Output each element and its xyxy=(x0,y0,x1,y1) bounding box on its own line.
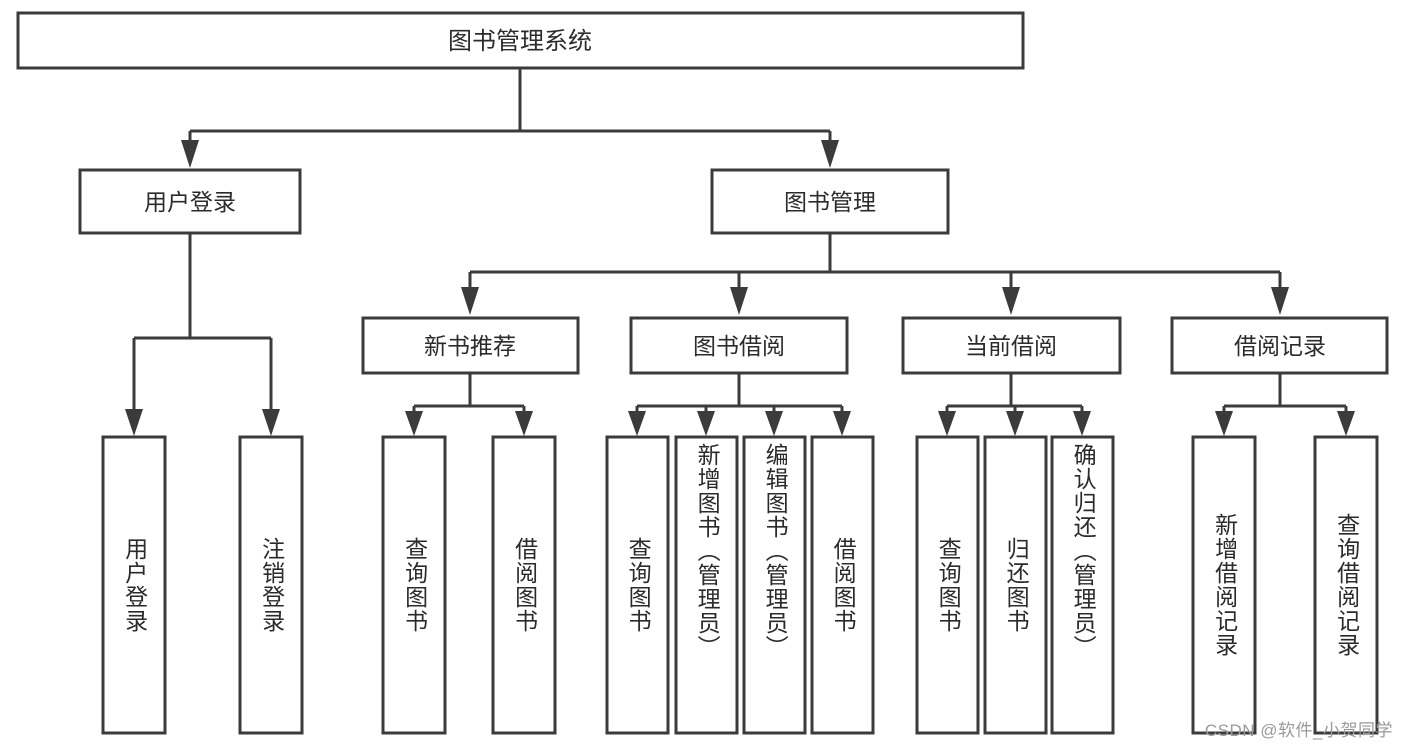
node-current-borrow-label: 当前借阅 xyxy=(965,333,1057,359)
arrow-head-icon xyxy=(1006,411,1024,436)
leaf-box-user-login-1[interactable] xyxy=(238,435,304,735)
node-current-borrow-box[interactable] xyxy=(901,316,1122,375)
node-new-book-recommend-box[interactable] xyxy=(361,316,580,375)
leaf-box-user-login-0[interactable] xyxy=(101,435,167,735)
node-root-label: 图书管理系统 xyxy=(448,28,592,55)
arrow-head-icon xyxy=(730,287,748,315)
node-book-borrow-box[interactable] xyxy=(629,316,849,375)
leaf-box-borrow-record-1[interactable] xyxy=(1313,435,1379,735)
node-book-manage-label: 图书管理 xyxy=(784,189,876,215)
leaf-box-book-borrow-1[interactable] xyxy=(674,435,739,735)
leaf-box-borrow-record-0[interactable] xyxy=(1191,435,1257,735)
arrow-head-icon xyxy=(628,411,646,436)
node-current-borrow[interactable]: 当前借阅 xyxy=(901,316,1122,375)
leaf-box-current-borrow-1[interactable] xyxy=(983,435,1048,735)
node-user-login-box[interactable] xyxy=(78,168,302,235)
arrow-head-icon xyxy=(125,409,143,436)
arrow-head-icon xyxy=(405,411,423,436)
arrow-head-icon xyxy=(1002,287,1020,315)
node-borrow-record-label: 借阅记录 xyxy=(1234,333,1326,359)
node-user-login[interactable]: 用户登录 xyxy=(78,168,302,235)
leaf-box-book-borrow-3[interactable] xyxy=(810,435,875,735)
arrow-head-icon xyxy=(765,411,783,436)
node-book-manage-box[interactable] xyxy=(710,168,950,235)
arrow-head-icon xyxy=(1337,411,1355,436)
leaf-box-current-borrow-2[interactable] xyxy=(1050,435,1115,735)
leaf-box-new-book-1[interactable] xyxy=(491,435,557,735)
arrow-head-icon xyxy=(938,411,956,436)
leaf-box-current-borrow-0[interactable] xyxy=(915,435,980,735)
node-new-book-recommend[interactable]: 新书推荐 xyxy=(361,316,580,375)
node-book-borrow-label: 图书借阅 xyxy=(693,333,785,359)
connector-layer xyxy=(125,68,1355,436)
node-borrow-record-box[interactable] xyxy=(1170,316,1389,375)
leaf-box-book-borrow-0[interactable] xyxy=(605,435,670,735)
arrow-head-icon xyxy=(1073,411,1091,436)
node-root[interactable]: 图书管理系统 xyxy=(16,11,1025,70)
arrow-head-icon xyxy=(461,287,479,315)
arrow-head-icon xyxy=(821,140,839,168)
node-book-borrow[interactable]: 图书借阅 xyxy=(629,316,849,375)
arrow-head-icon xyxy=(262,409,280,436)
node-layer: 图书管理系统 用户登录 图书管理 新书推荐 图书借阅 当前 xyxy=(16,11,1389,735)
node-new-book-recommend-label: 新书推荐 xyxy=(424,333,516,359)
arrow-head-icon xyxy=(1271,287,1289,315)
node-book-manage[interactable]: 图书管理 xyxy=(710,168,950,235)
leaf-box-new-book-0[interactable] xyxy=(381,435,447,735)
node-borrow-record[interactable]: 借阅记录 xyxy=(1170,316,1389,375)
arrow-head-icon xyxy=(697,411,715,436)
arrow-head-icon xyxy=(1215,411,1233,436)
node-root-box[interactable] xyxy=(16,11,1025,70)
node-user-login-label: 用户登录 xyxy=(144,189,236,215)
arrow-head-icon xyxy=(833,411,851,436)
arrow-head-icon xyxy=(515,411,533,436)
leaf-box-book-borrow-2[interactable] xyxy=(742,435,807,735)
arrow-head-icon xyxy=(181,140,199,168)
watermark-text: CSDN @软件_小贺同学 xyxy=(1204,721,1393,740)
